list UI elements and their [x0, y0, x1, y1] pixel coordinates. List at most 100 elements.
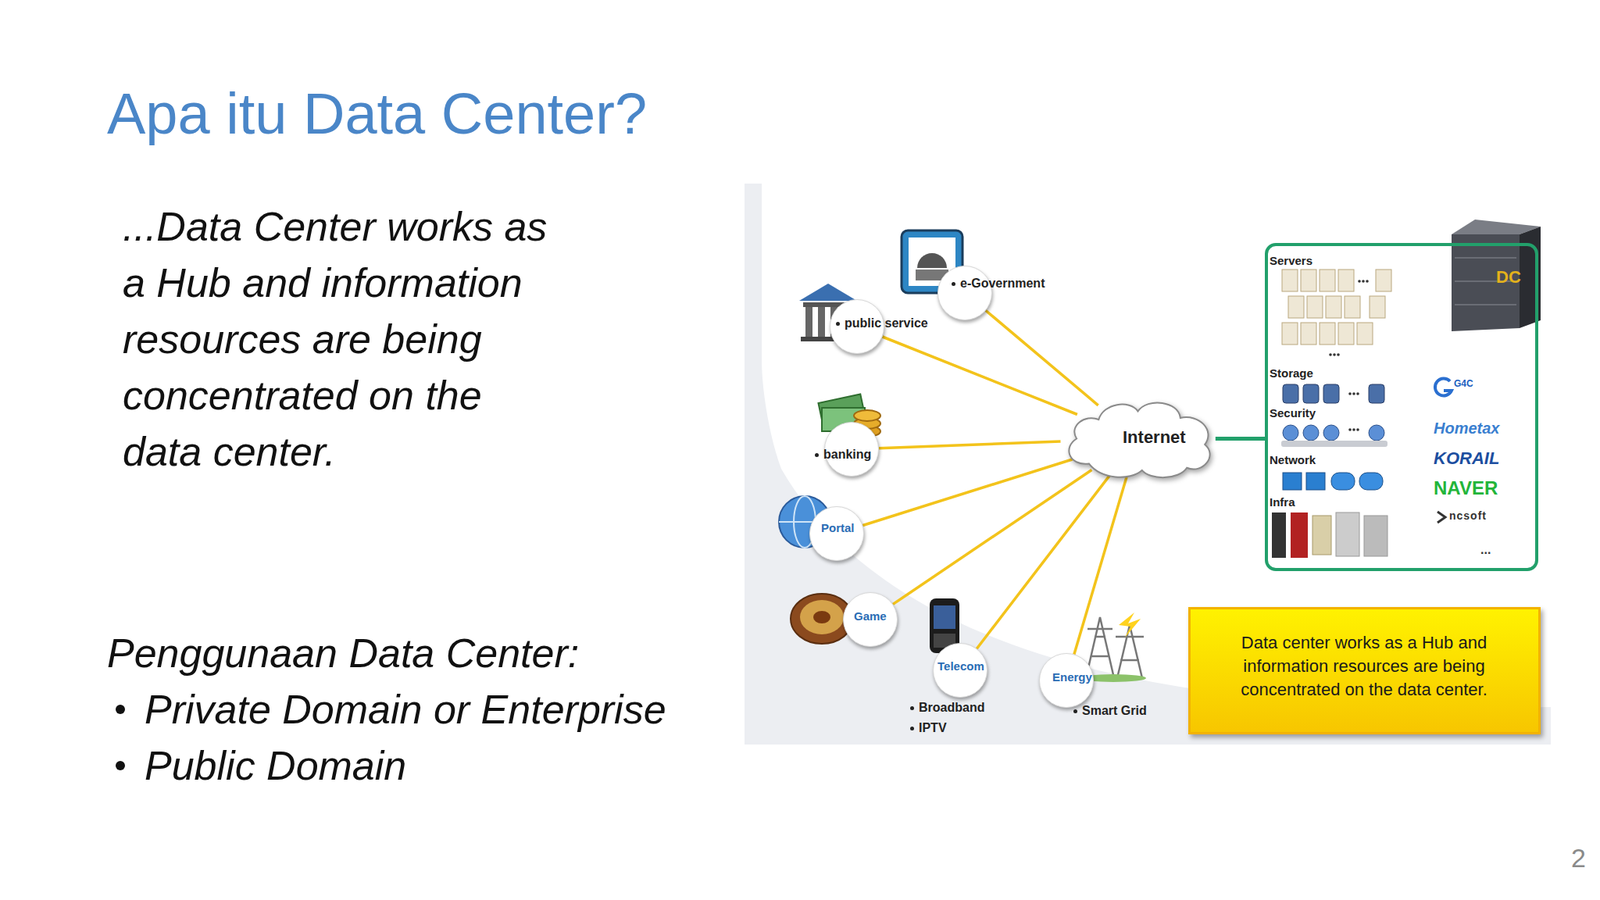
- node-label: Portal: [821, 519, 855, 537]
- server: [1288, 296, 1304, 318]
- box-label: KORAIL: [1433, 449, 1500, 468]
- ellipsis-dot: [1352, 392, 1356, 396]
- circle-node: EnergySmart Grid: [1039, 653, 1094, 708]
- node-label: Broadband: [918, 699, 985, 717]
- g4c-swirl: [1435, 378, 1452, 397]
- ellipsis-dot: [1348, 392, 1352, 396]
- server: [1338, 322, 1354, 345]
- connector-line: [862, 459, 1072, 526]
- bullet-dot: [951, 282, 956, 286]
- ellipsis-dot: [1356, 428, 1360, 432]
- tower-lattice: [1085, 617, 1144, 679]
- node-label: banking: [823, 446, 872, 464]
- box-label: ...: [1480, 542, 1491, 558]
- network-switch: [1306, 472, 1325, 490]
- ellipsis-dot: [1328, 353, 1333, 357]
- bullet-dot: [1073, 709, 1078, 714]
- roulette-wheel: [800, 600, 844, 635]
- node-label: Data center works as a Hub and informati…: [1219, 631, 1509, 702]
- server: [1319, 322, 1336, 345]
- bullet-dot: [835, 321, 840, 326]
- storage-disk: [1282, 384, 1299, 404]
- infra-unit: [1335, 512, 1360, 557]
- ncsoft-chevron: [1437, 511, 1446, 523]
- ellipsis-dot: [1357, 279, 1361, 283]
- box-label: G4C: [1453, 377, 1474, 390]
- roulette-hub: [813, 610, 831, 624]
- network-router: [1359, 472, 1383, 490]
- ellipsis-dot: [1352, 428, 1356, 432]
- circle-node: e-Government: [937, 265, 993, 321]
- storage-disk: [1303, 384, 1319, 404]
- box-label: Security: [1269, 406, 1316, 421]
- network-switch: [1282, 472, 1302, 490]
- illustration-panel: [744, 183, 1551, 745]
- server: [1307, 296, 1323, 318]
- cloud-node: Internet: [1056, 392, 1220, 485]
- server: [1338, 269, 1354, 292]
- box-label: Hometax: [1433, 419, 1500, 437]
- server: [1375, 269, 1392, 292]
- box-label: NAVER: [1433, 478, 1498, 499]
- box-label: ncsoft: [1449, 509, 1487, 522]
- connector-line: [985, 310, 1099, 406]
- slide-title: Apa itu Data Center?: [107, 82, 647, 146]
- connector-line: [892, 470, 1092, 605]
- connector-line: [882, 336, 1078, 415]
- node-label: Game: [853, 607, 887, 625]
- server: [1325, 296, 1342, 318]
- bullet-dot: [115, 760, 125, 771]
- infra-unit: [1312, 515, 1332, 555]
- server: [1282, 322, 1298, 345]
- server: [1319, 269, 1336, 292]
- coin: [853, 410, 881, 422]
- node-label: e-Government: [960, 275, 1045, 293]
- server: [1300, 322, 1317, 345]
- ellipsis-dot: [1336, 353, 1340, 357]
- box-label: DC: [1496, 267, 1522, 287]
- box-label: Infra: [1269, 495, 1296, 510]
- storage-icons: [1282, 384, 1385, 404]
- bank-column: [805, 307, 813, 337]
- security-device: [1303, 425, 1319, 441]
- connector-line: [878, 441, 1061, 449]
- page-number: 2: [1554, 842, 1586, 874]
- box-label: Servers: [1269, 253, 1313, 268]
- infra-icons: [1271, 512, 1388, 558]
- ellipsis-dot: [1348, 428, 1352, 432]
- server: [1357, 322, 1373, 345]
- storage-disk: [1323, 384, 1340, 404]
- government-dome: [917, 253, 947, 268]
- bank-roof: [799, 283, 858, 301]
- storage-disk: [1368, 384, 1385, 404]
- node-label: IPTV: [918, 719, 947, 737]
- list-heading: Penggunaan Data Center:: [107, 625, 579, 682]
- server: [1300, 269, 1317, 292]
- list-item: Private Domain or Enterprise: [144, 681, 667, 738]
- bullet-dot: [115, 704, 125, 715]
- node-label: public service: [844, 314, 929, 333]
- data-center-building: [1451, 219, 1541, 332]
- bullet-dot: [814, 453, 819, 458]
- server: [1282, 269, 1298, 292]
- security-device: [1282, 425, 1299, 441]
- bank-column: [817, 307, 825, 337]
- ellipsis-dot: [1365, 279, 1369, 283]
- government-icon-frame: [901, 230, 963, 293]
- security-icons: [1281, 425, 1388, 447]
- circle-node: banking: [824, 421, 879, 477]
- infra-rack: [1271, 512, 1286, 558]
- security-base: [1281, 440, 1388, 447]
- network-icons: [1282, 472, 1383, 490]
- quote-text: ...Data Center works as a Hub and inform…: [122, 198, 565, 480]
- node-label: Energy: [1052, 668, 1093, 686]
- lightning: [1118, 612, 1141, 638]
- circle-node: TelecomBroadbandIPTV: [932, 642, 988, 698]
- node-label: Smart Grid: [1082, 702, 1147, 720]
- connector-line: [1074, 477, 1127, 655]
- circle-node: public service: [829, 299, 885, 354]
- box-label: Network: [1269, 453, 1316, 468]
- security-device: [1368, 425, 1385, 441]
- infra-rack: [1290, 512, 1308, 558]
